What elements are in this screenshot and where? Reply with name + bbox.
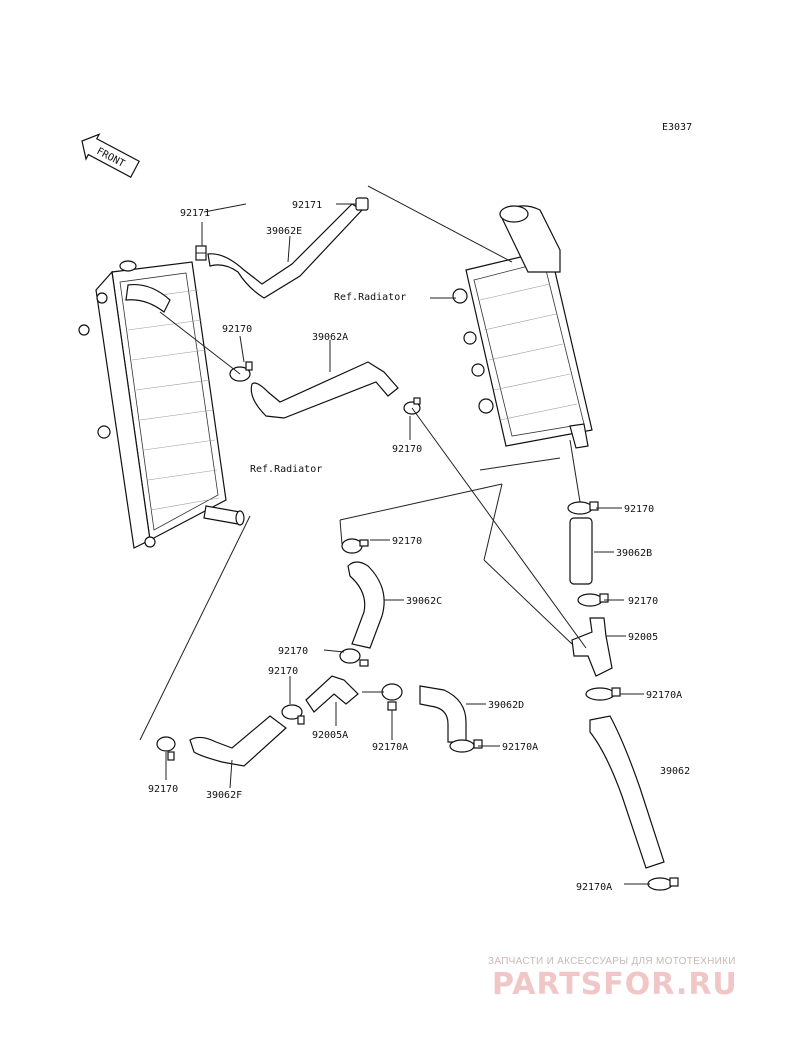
hose-39062B: [569, 517, 593, 585]
clamp-92170-a: [229, 361, 253, 382]
label-92170-g: 92170: [268, 666, 298, 677]
fitting-92005A: [305, 675, 359, 713]
clamp-92170-e: [577, 593, 609, 607]
label-92170-b: 92170: [392, 444, 422, 455]
label-92171-b: 92171: [292, 200, 322, 211]
label-92170-d: 92170: [624, 504, 654, 515]
clamp-92171-b: [355, 197, 369, 211]
label-39062D: 39062D: [488, 700, 524, 711]
left-radiator: [78, 260, 245, 549]
clamp-92170-h: [156, 736, 176, 761]
clamp-92170-c: [341, 538, 369, 554]
label-92005A: 92005A: [312, 730, 348, 741]
label-92170A-c: 92170A: [502, 742, 538, 753]
clamp-92170-g: [281, 704, 305, 725]
label-92171-a: 92171: [180, 208, 210, 219]
hose-39062D: [419, 685, 467, 743]
clamp-92170-f: [339, 648, 369, 667]
clamp-92170A-c: [449, 739, 483, 753]
ref-radiator-left: Ref.Radiator: [250, 464, 322, 475]
label-39062A: 39062A: [312, 332, 348, 343]
watermark-tagline: ЗАПЧАСТИ И АКСЕССУАРЫ ДЛЯ МОТОТЕХНИКИ: [488, 956, 736, 967]
label-39062B: 39062B: [616, 548, 652, 559]
hose-39062: [589, 715, 665, 869]
label-39062: 39062: [660, 766, 690, 777]
label-92170-h: 92170: [148, 784, 178, 795]
label-92170A-a: 92170A: [646, 690, 682, 701]
label-92170-c: 92170: [392, 536, 422, 547]
label-92170A-d: 92170A: [576, 882, 612, 893]
front-arrow-icon: FRONT: [81, 133, 140, 178]
label-92170-a: 92170: [222, 324, 252, 335]
label-92170-f: 92170: [278, 646, 308, 657]
clamp-92170A-b: [585, 687, 621, 701]
label-92170A-b: 92170A: [372, 742, 408, 753]
watermark-logo: PARTSFOR.RU: [492, 967, 738, 1002]
hose-39062A: [250, 361, 399, 419]
fitting-92005: [571, 617, 613, 677]
label-92005: 92005: [628, 632, 658, 643]
clamp-92170A-a: [381, 683, 403, 711]
right-radiator: [452, 205, 593, 449]
right-radiator-fins: [479, 283, 578, 421]
clamp-92170A-d: [647, 877, 679, 891]
label-39062F: 39062F: [206, 790, 242, 801]
hose-39062F: [189, 715, 287, 767]
diagram-code: E3037: [662, 122, 692, 133]
hose-39062E: [207, 203, 363, 299]
label-39062E: 39062E: [266, 226, 302, 237]
hose-39062C: [347, 561, 385, 649]
label-39062C: 39062C: [406, 596, 442, 607]
clamp-92171-a: [195, 245, 207, 261]
left-radiator-fins: [123, 289, 220, 511]
leader-lines: [139, 185, 650, 885]
ref-radiator-right: Ref.Radiator: [334, 292, 406, 303]
clamp-92170-d: [567, 501, 599, 515]
clamp-92170-b: [403, 397, 421, 415]
label-92170-e: 92170: [628, 596, 658, 607]
